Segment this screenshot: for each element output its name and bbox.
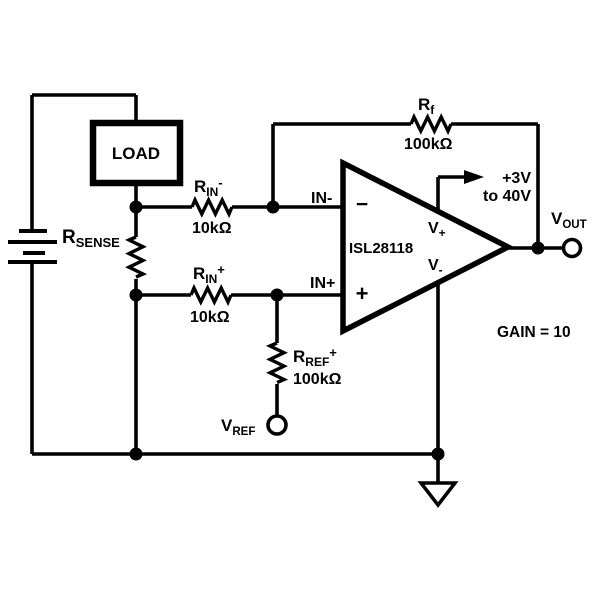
in-minus-label: IN- [311,190,332,207]
junction-dot [431,447,445,461]
battery-icon [8,229,57,264]
junction-dots [129,200,545,461]
load-box [89,119,184,187]
rin-minus-value: 10kΩ [192,220,232,237]
opamp-triangle [340,158,515,336]
junction-dot [531,241,545,255]
rref-value: 100kΩ [293,371,342,388]
rin-plus-value: 10kΩ [190,309,230,326]
vref-terminal [266,414,288,436]
junction-dot [270,288,284,302]
gain-annotation: GAIN = 10 [497,324,571,341]
rf-value: 100kΩ [404,136,453,153]
junction-dot [129,288,143,302]
wire-feedback [271,122,540,248]
rsense-resistor [124,235,148,279]
supply-voltage-line2: to 40V [483,188,531,205]
wire-top-left [32,93,138,122]
opamp-plus-sign: + [356,281,369,306]
rin-minus-label: RIN- [194,175,223,199]
opamp-vminus-label: V- [428,257,443,277]
vout-terminal [561,237,583,259]
opamp-minus-sign: − [356,193,368,216]
opamp-vplus-label: V+ [428,220,446,240]
resistor-symbols [124,112,453,385]
in-plus-label: IN+ [310,275,335,292]
wire-supply-tap [436,175,465,211]
rin-minus-resistor [190,195,234,219]
ground-icon [417,481,459,508]
vout-label: VOUT [551,209,587,231]
junction-dot [129,447,143,461]
supply-voltage-line1: +3V [502,170,531,187]
junction-dot [266,200,280,214]
supply-arrow-icon [464,170,484,184]
opamp-part-number: ISL28118 [349,240,413,257]
vref-label: VREF [221,416,255,438]
rref-label: RREF+ [293,345,337,369]
rin-plus-label: RIN+ [193,262,225,286]
load-label: LOAD [112,144,160,163]
rf-resistor [409,112,453,136]
rref-resistor [265,341,289,385]
rsense-label: RSENSE [62,227,120,250]
rf-label: Rf [418,95,435,117]
rin-plus-resistor [189,283,233,307]
junction-dot [129,200,143,214]
